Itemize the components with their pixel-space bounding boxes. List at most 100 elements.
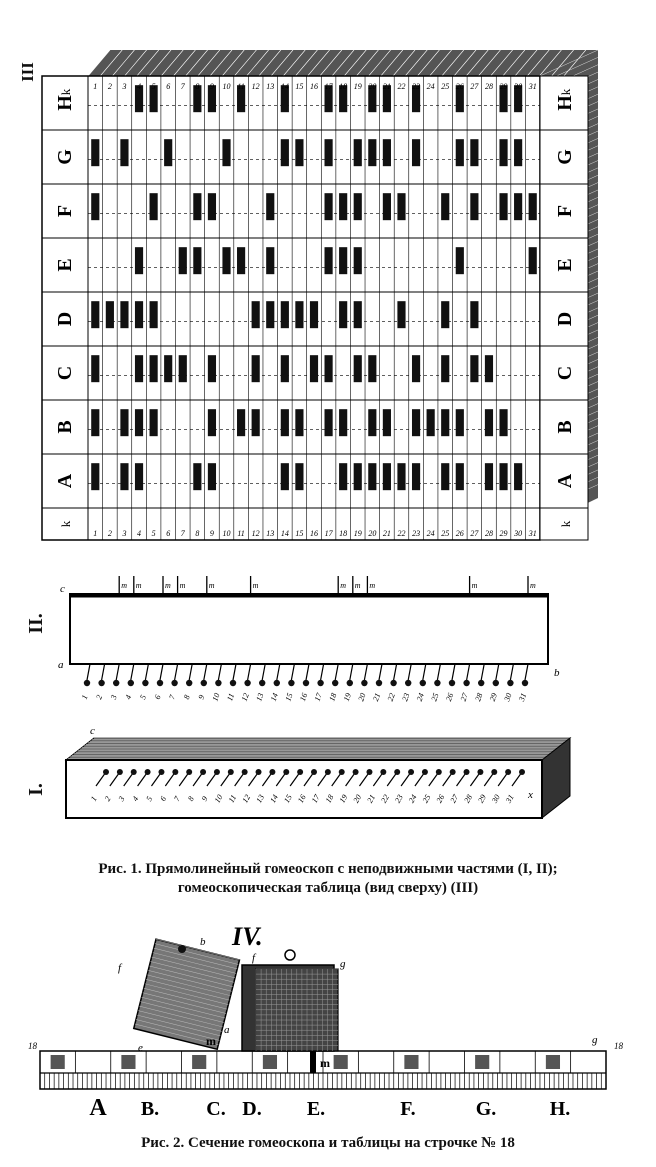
front-pin-number: 9 — [200, 795, 210, 803]
section-letter: F. — [400, 1098, 415, 1120]
figure2-label: II. — [24, 613, 47, 634]
top-pin-mark: m — [136, 581, 142, 590]
bottom-pin — [451, 663, 456, 681]
front-pin-head — [269, 769, 276, 775]
column-number-top: 27 — [470, 82, 479, 91]
tilted-block-hatch — [142, 992, 227, 1014]
table-mark — [353, 463, 362, 491]
table-mark — [149, 409, 158, 437]
bottom-pin-head — [244, 679, 251, 687]
front-pin-head — [449, 769, 456, 775]
front-pin-head — [283, 769, 290, 775]
bottom-pin-number: 12 — [240, 692, 251, 703]
edge-hatch — [136, 49, 160, 77]
table-mark — [134, 301, 144, 329]
table-mark — [353, 301, 362, 329]
column-number-top: 20 — [368, 82, 376, 91]
front-pin-head — [241, 769, 248, 775]
tilted-block-pin — [178, 945, 186, 953]
row-cell-mark — [121, 1055, 136, 1069]
table-mark — [368, 409, 377, 437]
table-mark — [105, 301, 114, 329]
column-number-top: 12 — [252, 82, 260, 91]
front-pin-head — [394, 769, 401, 775]
table-mark — [266, 247, 275, 275]
row-letter-left-A: A — [54, 473, 76, 488]
front-pin-head — [435, 769, 442, 775]
table-mark — [120, 409, 129, 437]
table-mark — [91, 193, 100, 221]
front-pin-number: 20 — [351, 793, 363, 804]
table-mark — [251, 355, 260, 383]
table-mark — [397, 193, 406, 221]
table-mark — [324, 85, 333, 113]
table-mark — [134, 247, 144, 275]
bottom-pin-head — [332, 679, 339, 687]
table-mark — [499, 85, 508, 113]
front-pin-number: 18 — [324, 793, 336, 804]
column-number-top: 17 — [325, 82, 334, 91]
bottom-pin — [247, 663, 252, 681]
table-mark — [339, 301, 348, 329]
front-pin-number: 21 — [365, 793, 377, 804]
bottom-pin-number: 7 — [167, 693, 177, 701]
front-pin-head — [491, 769, 498, 775]
table-mark — [207, 463, 217, 491]
bottom-pin — [276, 663, 281, 681]
tilted-block — [132, 938, 241, 1051]
front-pin-number: 12 — [240, 793, 252, 804]
table-mark — [295, 463, 304, 491]
front-pin-head — [505, 769, 512, 775]
bottom-pin — [422, 663, 427, 681]
column-number-top: 6 — [166, 82, 170, 91]
table-mark — [353, 139, 362, 167]
table-mark — [164, 139, 173, 167]
front-pin-number: 14 — [268, 793, 280, 804]
table-mark — [120, 139, 129, 167]
bottom-pin-number: 8 — [182, 694, 192, 701]
column-number-bottom: 8 — [195, 529, 199, 538]
tilted-block-hatch — [155, 938, 240, 961]
tilted-block-hatch — [139, 1005, 223, 1028]
column-number-top: 10 — [223, 82, 231, 91]
table-mark — [237, 409, 246, 437]
table-mark — [207, 409, 217, 437]
edge-hatch — [502, 49, 526, 77]
bottom-pin — [203, 663, 208, 681]
table-mark — [441, 463, 450, 491]
bottom-pin-number: 22 — [386, 692, 397, 703]
edge-hatch — [246, 49, 269, 77]
table-mark — [295, 301, 304, 329]
bottom-pin — [144, 663, 149, 681]
edge-hatch — [307, 49, 330, 77]
table-mark — [237, 85, 246, 113]
corner-a: a — [58, 659, 64, 671]
bottom-pin-head — [492, 679, 499, 687]
bottom-pin-number: 13 — [254, 692, 265, 703]
table-mark — [309, 355, 319, 383]
bottom-pin-head — [478, 679, 485, 687]
table-mark — [193, 85, 202, 113]
table-mark — [528, 247, 537, 275]
edge-hatch — [124, 49, 147, 77]
section-letter: B. — [141, 1098, 159, 1120]
top-pin-mark: m — [209, 581, 215, 590]
column-number-bottom: 27 — [470, 529, 479, 538]
bottom-pin-number: 3 — [109, 694, 119, 702]
row-letter-left-H: H — [54, 95, 76, 111]
column-number-top: 31 — [528, 82, 537, 91]
mark-b-left: b — [200, 936, 206, 948]
figure2-caption: Рис. 2. Сечение гомеоскопа и таблицы на … — [0, 1134, 656, 1153]
table-mark — [193, 247, 202, 275]
column-number-top: 23 — [412, 82, 420, 91]
row-letter-right-B: B — [554, 420, 576, 433]
bottom-pin-number: 10 — [210, 692, 221, 703]
table-mark — [339, 85, 348, 113]
caption2-line1: Рис. 2. Сечение гомеоскопа и таблицы на … — [141, 1135, 515, 1151]
table-mark — [207, 85, 217, 113]
bottom-pin-head — [302, 679, 310, 687]
edge-hatch — [295, 49, 318, 77]
bottom-pin-head — [215, 679, 222, 687]
figure4-label: IV. — [231, 922, 263, 951]
tilted-block-hatch — [144, 983, 229, 1005]
